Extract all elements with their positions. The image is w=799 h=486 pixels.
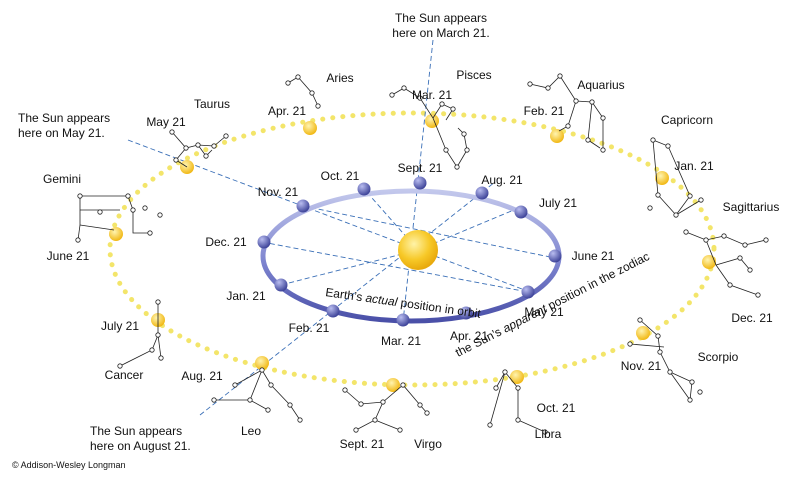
earth-may <box>521 285 535 299</box>
sun-dec <box>702 255 716 269</box>
aries-figure <box>285 74 321 109</box>
gemini-figure <box>75 193 163 243</box>
callout-august: The Sun appears here on August 21. <box>90 424 191 453</box>
copyright: © Addison-Wesley Longman <box>12 460 126 470</box>
sun-apr <box>303 121 317 135</box>
earth-label-feb: Feb. 21 <box>289 321 330 335</box>
callout-may-line2: here on May 21. <box>18 126 105 140</box>
name-taurus: Taurus <box>194 97 230 111</box>
earth-label-june: June 21 <box>572 249 615 263</box>
callout-march-line2: here on March 21. <box>392 26 489 40</box>
constellation-names: Pisces Aries Aquarius Taurus Capricorn G… <box>43 68 779 451</box>
earth-label-mar: Mar. 21 <box>381 334 421 348</box>
earth-jan <box>274 278 288 292</box>
name-cancer: Cancer <box>105 368 144 382</box>
name-libra: Libra <box>535 427 562 441</box>
earth-label-nov: Nov. 21 <box>258 185 299 199</box>
sun-label-may: May 21 <box>146 115 186 129</box>
sun-label-apr: Apr. 21 <box>268 104 306 118</box>
sun-june <box>109 227 123 241</box>
sun-label-sept: Sept. 21 <box>340 437 385 451</box>
earth-label-jan: Jan. 21 <box>226 289 266 303</box>
callout-may: The Sun appears here on May 21. <box>18 111 110 140</box>
zodiac-caption: the Sun’s apparent position in the zodia… <box>453 249 652 360</box>
callout-march: The Sun appears here on March 21. <box>392 11 489 40</box>
zodiac-path <box>107 110 717 388</box>
callout-august-line1: The Sun appears <box>90 424 182 438</box>
name-sagittarius: Sagittarius <box>723 200 780 214</box>
earth-label-apr: Apr. 21 <box>450 329 488 343</box>
sun-label-mar: Mar. 21 <box>412 88 452 102</box>
earth-july <box>514 205 528 219</box>
orbit-caption-em: actual <box>365 291 399 309</box>
sun-aug <box>255 356 269 370</box>
sightlines <box>127 39 556 416</box>
earth-label-may: May 21 <box>524 305 564 319</box>
pisces-figure <box>389 85 470 170</box>
earth-label-oct: Oct. 21 <box>321 169 360 183</box>
orbit-caption-pre: Earth’s <box>325 285 367 304</box>
earth-label-sept: Sept. 21 <box>398 161 443 175</box>
earth-positions <box>257 176 562 327</box>
taurus-figure <box>169 129 229 168</box>
earth-dec <box>257 235 271 249</box>
sun-date-labels: Mar. 21 Feb. 21 Apr. 21 May 21 Jan. 21 J… <box>47 88 773 451</box>
sagittarius-figure <box>683 229 769 298</box>
name-capricorn: Capricorn <box>661 113 713 127</box>
sun-label-feb: Feb. 21 <box>524 104 565 118</box>
name-leo: Leo <box>241 424 261 438</box>
earth-apr <box>459 306 473 320</box>
name-aquarius: Aquarius <box>577 78 624 92</box>
cancer-figure <box>117 299 164 369</box>
aquarius-figure <box>527 73 606 153</box>
callout-march-line1: The Sun appears <box>395 11 487 25</box>
sun-label-dec: Dec. 21 <box>731 311 773 325</box>
name-pisces: Pisces <box>456 68 491 82</box>
name-virgo: Virgo <box>414 437 442 451</box>
virgo-figure <box>342 382 430 433</box>
earth-feb <box>326 304 340 318</box>
leo-figure <box>211 367 303 423</box>
sun-label-july: July 21 <box>101 319 139 333</box>
sun-label-oct: Oct. 21 <box>537 401 576 415</box>
sun-oct <box>510 370 524 384</box>
sun-label-jan: Jan. 21 <box>674 159 714 173</box>
sun-jan <box>655 171 669 185</box>
sun-sept <box>386 378 400 392</box>
earth-label-dec: Dec. 21 <box>205 235 247 249</box>
capricorn-figure <box>647 137 704 218</box>
earth-mar <box>396 313 410 327</box>
sun-label-aug: Aug. 21 <box>181 369 223 383</box>
earth-june <box>548 249 562 263</box>
earth-label-aug: Aug. 21 <box>481 173 523 187</box>
constellation-figures <box>75 73 769 435</box>
name-scorpio: Scorpio <box>698 350 739 364</box>
earth-label-july: July 21 <box>539 196 577 210</box>
scorpio-figure <box>627 317 703 403</box>
sun-feb <box>550 129 564 143</box>
earth-date-labels: Sept. 21 Oct. 21 Aug. 21 Nov. 21 July 21… <box>205 161 614 348</box>
callout-may-line1: The Sun appears <box>18 111 110 125</box>
earth-sept <box>413 176 427 190</box>
earth-oct <box>357 182 371 196</box>
sun-label-june: June 21 <box>47 249 90 263</box>
sun-nov <box>636 326 650 340</box>
name-aries: Aries <box>326 71 353 85</box>
name-gemini: Gemini <box>43 172 81 186</box>
orbit-caption-post: position in orbit <box>396 295 482 321</box>
sun <box>398 230 438 270</box>
earth-nov <box>296 199 310 213</box>
sun-label-nov: Nov. 21 <box>621 359 662 373</box>
libra-figure <box>487 369 548 435</box>
earth-aug <box>475 186 489 200</box>
callout-august-line2: here on August 21. <box>90 439 191 453</box>
